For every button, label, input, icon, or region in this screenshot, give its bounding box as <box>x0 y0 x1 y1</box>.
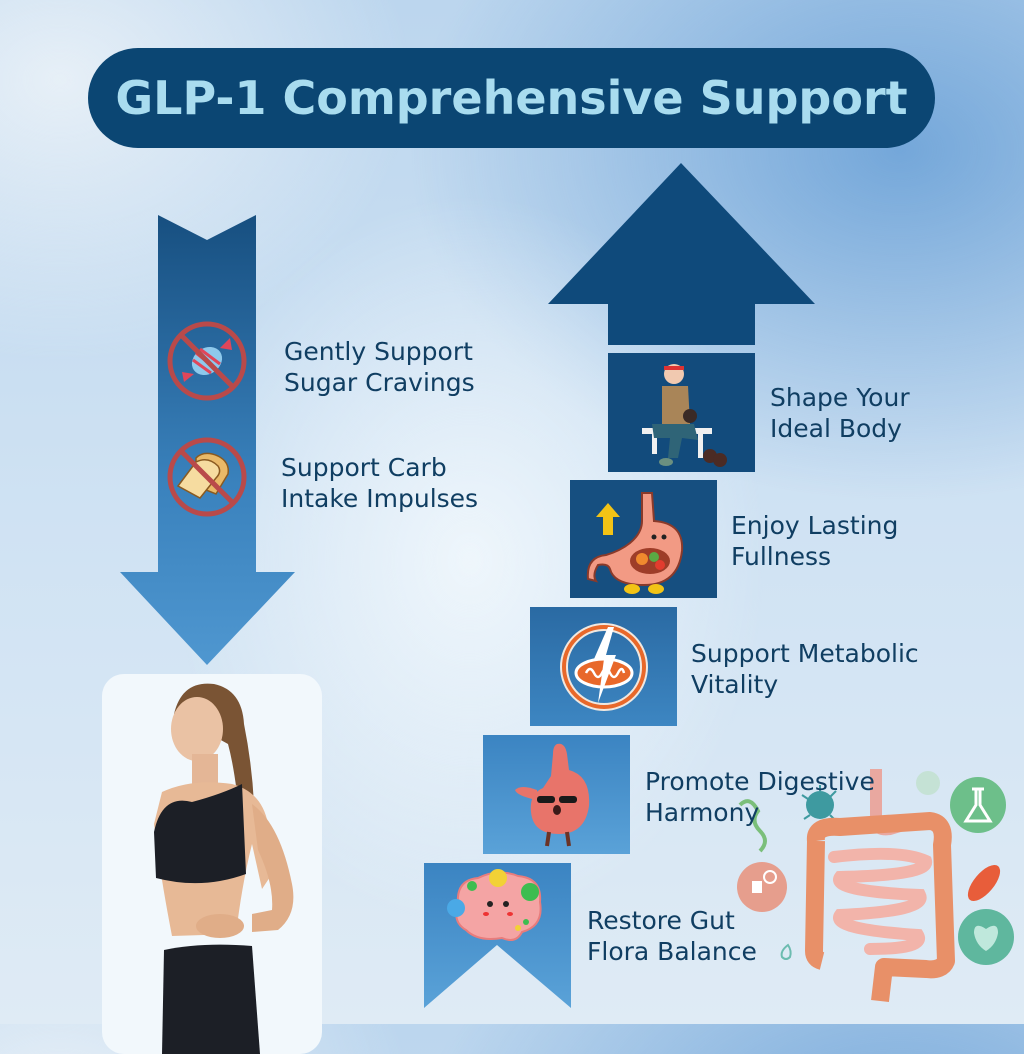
happy-stomach-icon <box>483 735 630 854</box>
no-candy-icon <box>166 320 248 402</box>
label-carb-impulses: Support Carb Intake Impulses <box>281 453 479 513</box>
title-banner: GLP-1 Comprehensive Support <box>88 48 935 148</box>
label-lasting-fullness: Enjoy Lasting Fullness <box>731 511 899 571</box>
mitochondria-energy-icon <box>530 607 677 726</box>
full-stomach-icon <box>570 480 717 599</box>
no-bread-icon <box>166 436 248 518</box>
label-ideal-body: Shape Your Ideal Body <box>770 383 910 443</box>
label-gut-flora-balance: Restore Gut Flora Balance <box>587 906 757 966</box>
intestine-with-microbes-illustration <box>730 765 1024 1005</box>
page-title: GLP-1 Comprehensive Support <box>115 71 908 125</box>
fit-woman-photo <box>102 674 322 1054</box>
label-sugar-cravings: Gently Support Sugar Cravings <box>284 337 475 397</box>
label-digestive-harmony: Promote Digestive Harmony <box>645 767 875 827</box>
weightlifter-icon <box>608 353 755 472</box>
gut-flora-icon <box>424 863 571 948</box>
label-metabolic-vitality: Support Metabolic Vitality <box>691 639 919 699</box>
